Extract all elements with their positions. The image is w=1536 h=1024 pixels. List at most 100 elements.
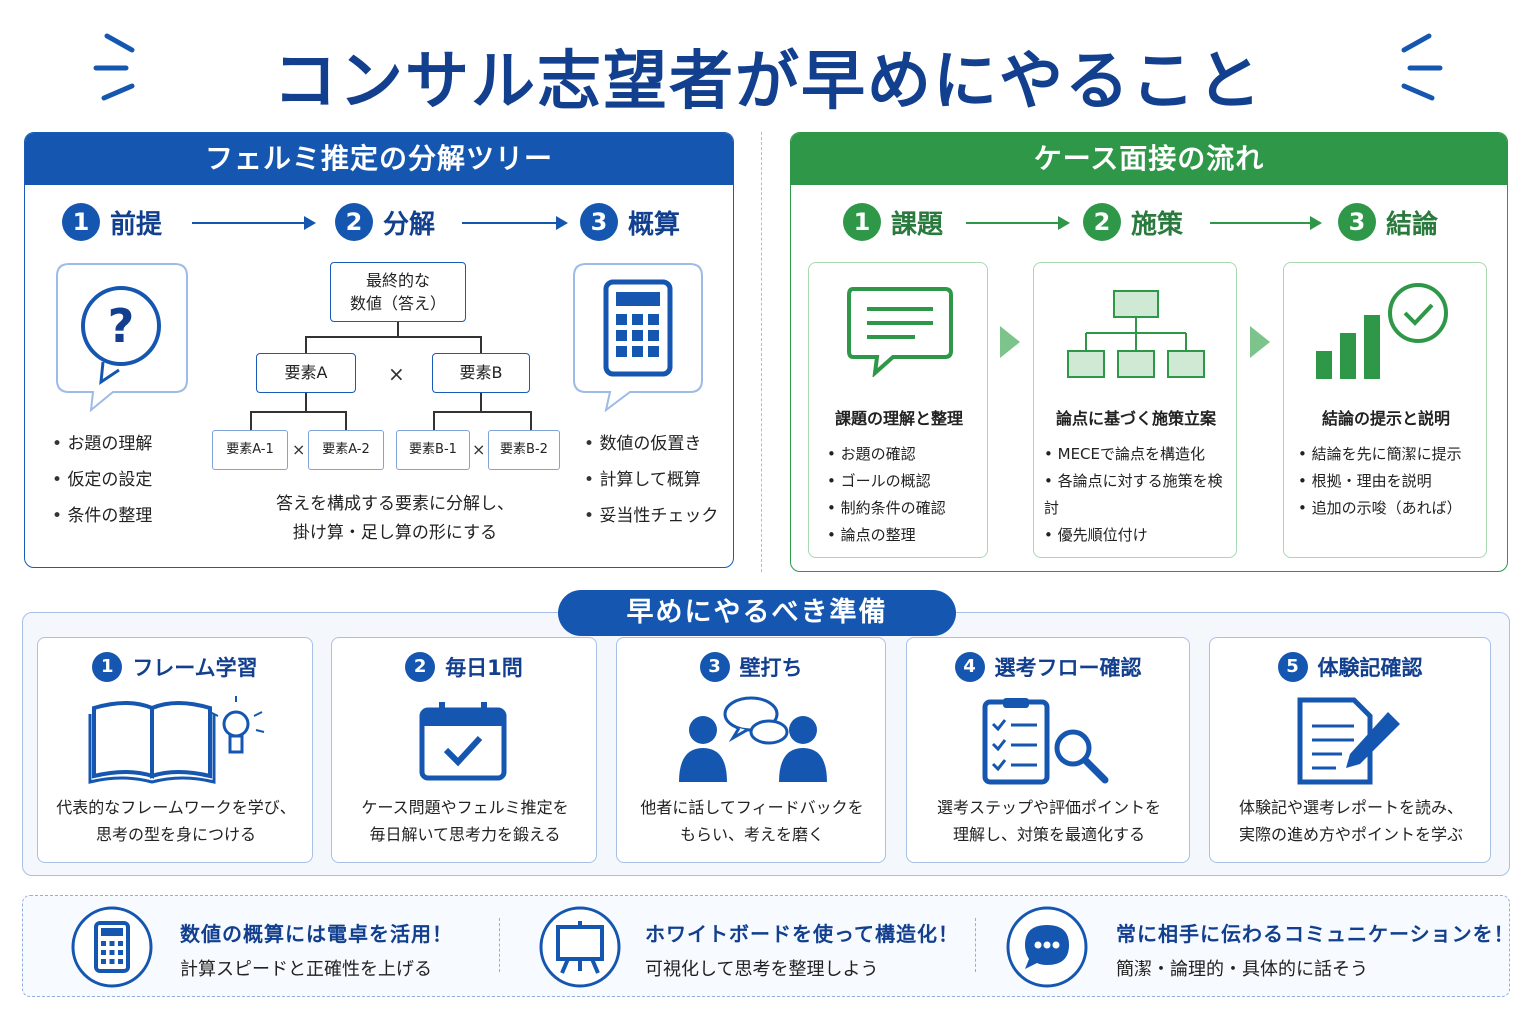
fermi-header: フェルミ推定の分解ツリー <box>25 133 733 185</box>
bullet-item: 優先順位付け <box>1044 522 1236 549</box>
tree-connector <box>250 411 252 430</box>
arrow-icon <box>462 222 562 224</box>
tip-sub: 計算スピードと正確性を上げる <box>180 959 432 980</box>
people-chat-icon <box>679 696 827 782</box>
card-number: 4 <box>954 652 985 682</box>
step-number: 3 <box>580 203 618 241</box>
tip-divider <box>499 918 500 972</box>
card-title: 壁打ち <box>739 656 803 680</box>
bullet-item: 論点の整理 <box>827 522 946 549</box>
fermi-step-2: 2 分解 <box>335 203 435 241</box>
card-desc: ケース問題やフェルミ推定を 毎日解いて思考力を鍛える <box>332 794 598 848</box>
fermi-caption: 答えを構成する要素に分解し、 掛け算・足し算の形にする <box>200 490 590 548</box>
arrow-icon <box>192 222 312 224</box>
times-sign: × <box>472 440 486 459</box>
card-title: 選考フロー確認 <box>994 656 1142 680</box>
tip-2: ホワイトボードを使って構造化！ 可視化して思考を整理しよう <box>645 918 959 981</box>
arrow-head-icon <box>1058 216 1070 230</box>
case-step-3: 3 結論 <box>1338 203 1438 241</box>
bullet-item: ゴールの概認 <box>827 468 946 495</box>
tip-sub: 可視化して思考を整理しよう <box>645 959 879 980</box>
bullet-item: 仮定の設定 <box>52 462 152 498</box>
card-head: 4 選考フロー確認 <box>907 652 1189 682</box>
card-head: 2 毎日1問 <box>332 652 596 682</box>
desc-line: 他者に話してフィードバックを <box>640 798 864 817</box>
desc-line: 体験記や選考レポートを読み、 <box>1238 798 1463 817</box>
tree-root: 最終的な 数値（答え） <box>330 262 466 322</box>
card-desc: 選考ステップや評価ポイントを 理解し、対策を最適化する <box>907 794 1191 848</box>
times-sign: × <box>292 440 306 459</box>
tree-connector <box>480 393 482 411</box>
tip-1: 数値の概算には電卓を活用！ 計算スピードと正確性を上げる <box>180 918 453 981</box>
tip-title: 常に相手に伝わるコミュニケーションを！ <box>1116 922 1515 946</box>
bullet-item: 数値の仮置き <box>584 426 718 462</box>
bar-chart-check-icon <box>1316 283 1448 379</box>
step-number: 1 <box>843 203 881 241</box>
tree-connector <box>397 322 399 336</box>
arrow-icon <box>1210 222 1314 224</box>
desc-line: もらい、考えを磨く <box>679 825 824 844</box>
case-card-measure: 論点に基づく施策立案 MECEで論点を構造化 各論点に対する施策を検討 優先順位… <box>1033 262 1237 558</box>
tree-connector <box>305 336 481 338</box>
tip-3: 常に相手に伝わるコミュニケーションを！ 簡潔・論理的・具体的に話そう <box>1116 918 1515 981</box>
tree-node-b2: 要素B-2 <box>488 430 560 470</box>
times-sign: × <box>388 362 405 386</box>
case-card-conclusion: 結論の提示と説明 結論を先に簡潔に提示 根拠・理由を説明 追加の示唆（あれば） <box>1283 262 1487 558</box>
prep-card-3: 3 壁打ち 他者に話してフィードバックを もらい、考えを磨く <box>616 637 886 863</box>
calculator-bubble-icon <box>573 263 703 412</box>
calculator-icon <box>71 906 153 988</box>
tip-title: ホワイトボードを使って構造化！ <box>645 922 959 946</box>
page-title: コンサル志望者が早めにやること <box>273 45 1263 119</box>
left-sparkle-icon <box>93 33 135 101</box>
bullet-item: 根拠・理由を説明 <box>1298 468 1462 495</box>
prep-card-5: 5 体験記確認 体験記や選考レポートを読み、 実際の進め方やポイントを学ぶ <box>1209 637 1491 863</box>
step-label: 課題 <box>891 209 944 240</box>
section-divider <box>761 132 762 572</box>
prep-header: 早めにやるべき準備 <box>558 590 956 636</box>
bullet-item: 妥当性チェック <box>584 498 718 534</box>
prep-card-4: 4 選考フロー確認 選考ステップや評価ポイントを 理解し、対策を最適化する <box>906 637 1190 863</box>
bullet-item: MECEで論点を構造化 <box>1044 441 1236 468</box>
tree-node-a1: 要素A-1 <box>212 430 288 470</box>
tree-node-b: 要素B <box>432 353 530 393</box>
bullet-item: 条件の整理 <box>52 498 152 534</box>
card-title: フレーム学習 <box>132 656 258 680</box>
step-number: 2 <box>335 203 373 241</box>
card-number: 5 <box>1277 652 1308 682</box>
bullet-item: 計算して概算 <box>584 462 718 498</box>
chat-bubble-icon <box>1006 906 1088 988</box>
tips-panel <box>22 895 1510 997</box>
arrow-icon <box>966 222 1062 224</box>
bullet-item: 制約条件の確認 <box>827 495 946 522</box>
card-head: 3 壁打ち <box>617 652 885 682</box>
tip-title: 数値の概算には電卓を活用！ <box>180 922 453 946</box>
fermi-left-bullets: お題の理解 仮定の設定 条件の整理 <box>52 426 152 534</box>
prep-card-2: 2 毎日1問 ケース問題やフェルミ推定を 毎日解いて思考力を鍛える <box>331 637 597 863</box>
tree-connector <box>433 411 435 430</box>
card-desc: 代表的なフレームワークを学び、 思考の型を身につける <box>38 794 314 848</box>
arrow-head-icon <box>556 216 568 230</box>
tree-connector <box>305 393 307 411</box>
fermi-right-bullets: 数値の仮置き 計算して概算 妥当性チェック <box>584 426 718 534</box>
message-bubble-icon <box>847 287 953 377</box>
desc-line: 思考の型を身につける <box>95 825 256 844</box>
fermi-step-1: 1 前提 <box>62 203 162 241</box>
caption-line: 掛け算・足し算の形にする <box>292 523 498 543</box>
card-head: 1 フレーム学習 <box>38 652 312 682</box>
step-label: 施策 <box>1131 209 1184 240</box>
case-step-2: 2 施策 <box>1083 203 1183 241</box>
case-step-1: 1 課題 <box>843 203 943 241</box>
card-head: 5 体験記確認 <box>1210 652 1490 682</box>
book-lightbulb-icon <box>88 696 265 784</box>
bullet-item: 追加の示唆（あれば） <box>1298 495 1462 522</box>
next-arrow-icon <box>1250 326 1270 358</box>
bullet-item: お題の確認 <box>827 441 946 468</box>
tree-connector <box>305 336 307 353</box>
right-sparkle-icon <box>1401 33 1443 101</box>
card-number: 3 <box>699 652 730 682</box>
desc-line: 理解し、対策を最適化する <box>952 825 1145 844</box>
step-label: 結論 <box>1386 209 1439 240</box>
checklist-magnifier-icon <box>982 698 1109 785</box>
tip-divider <box>975 918 976 972</box>
desc-line: ケース問題やフェルミ推定を <box>361 798 569 817</box>
